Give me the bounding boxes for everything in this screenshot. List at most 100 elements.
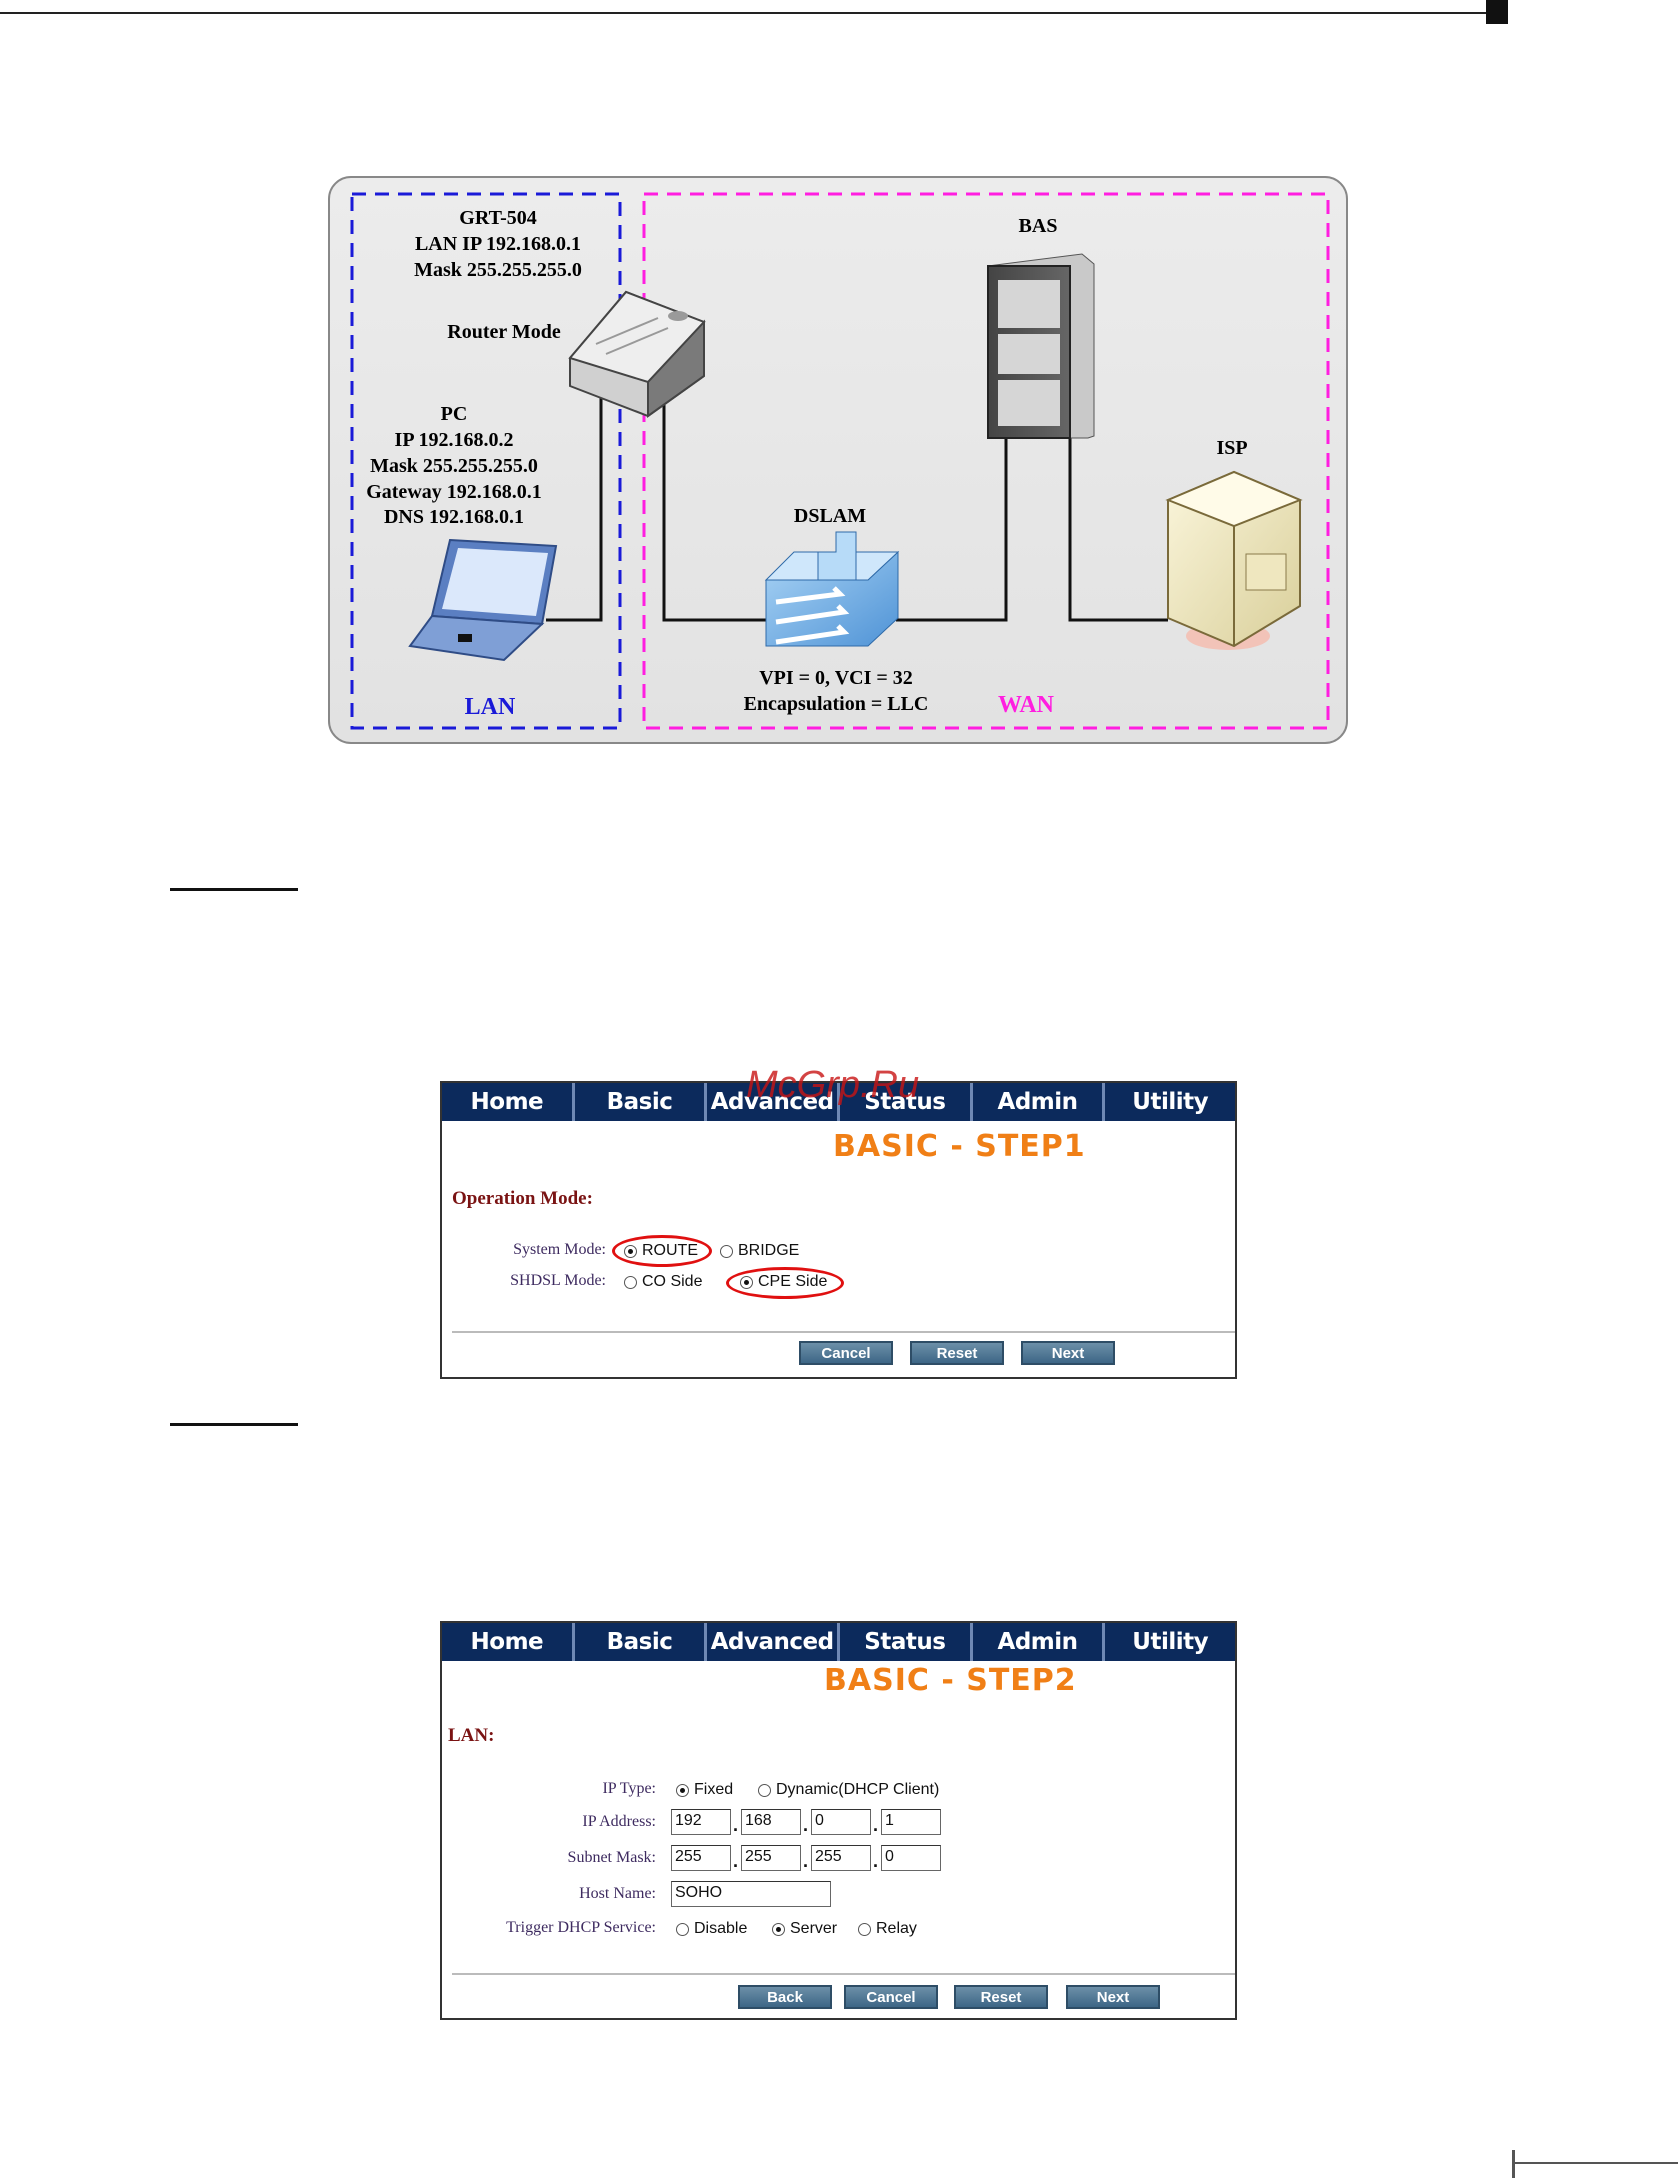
page-title: BASIC - STEP1 (833, 1129, 1086, 1164)
nav-tab-home[interactable]: Home (442, 1083, 575, 1121)
nav-tab-status[interactable]: Status (840, 1083, 973, 1121)
ip-address-octet-2[interactable]: 168 (741, 1809, 801, 1835)
radio-label-relay: Relay (876, 1920, 917, 1937)
radio-button-selected[interactable] (676, 1783, 689, 1797)
ip-address-octet-4[interactable]: 1 (881, 1809, 941, 1835)
ip-type-label: IP Type: (602, 1780, 656, 1797)
nav-tab-utility[interactable]: Utility (1132, 1089, 1209, 1115)
router-icon (568, 290, 706, 418)
nav-tab-admin[interactable]: Admin (973, 1623, 1106, 1661)
subnet-mask-label: Subnet Mask: (567, 1849, 656, 1866)
reset-button[interactable]: Reset (954, 1985, 1048, 2009)
radio-button-selected[interactable] (772, 1922, 785, 1936)
subnet-mask-octet-1[interactable]: 255 (671, 1845, 731, 1871)
subnet-mask-octet-4[interactable]: 0 (881, 1845, 941, 1871)
wan-zone (642, 192, 1330, 730)
router-mask-label: Mask 255.255.255.0 (414, 259, 582, 281)
radio-ip-type-fixed[interactable]: Fixed (676, 1781, 733, 1799)
dslam-label: DSLAM (794, 505, 866, 527)
nav-tab-advanced[interactable]: Advanced (707, 1083, 841, 1121)
isp-server-icon (1165, 470, 1303, 650)
subnet-mask-octet-2[interactable]: 255 (741, 1845, 801, 1871)
reset-button[interactable]: Reset (910, 1341, 1004, 1365)
cpe-side-highlight-ellipse (726, 1267, 844, 1299)
system-mode-label: System Mode: (513, 1241, 606, 1258)
basic-step1-panel: Home Basic Advanced Status Admin Utility… (440, 1081, 1237, 1379)
nav-tab-advanced[interactable]: Advanced (707, 1623, 841, 1661)
dslam-icon (764, 531, 900, 647)
radio-button[interactable] (858, 1922, 871, 1936)
ip-address-octet-1[interactable]: 192 (671, 1809, 731, 1835)
basic-step2-panel: Home Basic Advanced Status Admin Utility… (440, 1621, 1237, 2020)
ip-address-octet-3[interactable]: 0 (811, 1809, 871, 1835)
section-title-lan: LAN: (448, 1725, 495, 1746)
radio-button-selected[interactable] (740, 1275, 753, 1289)
radio-dhcp-disable[interactable]: Disable (676, 1920, 747, 1938)
ip-dot: . (733, 1851, 739, 1871)
radio-button[interactable] (676, 1922, 689, 1936)
network-diagram: GRT-504 LAN IP 192.168.0.1 Mask 255.255.… (328, 176, 1348, 744)
back-button[interactable]: Back (738, 1985, 832, 2009)
panel-divider (452, 1331, 1235, 1333)
pc-gateway-label: Gateway 192.168.0.1 (366, 481, 542, 503)
radio-label-cpe-side: CPE Side (758, 1273, 828, 1290)
radio-button[interactable] (720, 1244, 733, 1258)
link-router-dslam (662, 372, 778, 622)
radio-button[interactable] (758, 1783, 771, 1797)
ip-dot: . (733, 1815, 739, 1835)
subnet-mask-octet-3[interactable]: 255 (811, 1845, 871, 1871)
radio-shdsl-cpe-side[interactable]: CPE Side (740, 1273, 827, 1291)
cancel-button[interactable]: Cancel (799, 1341, 893, 1365)
next-button[interactable]: Next (1066, 1985, 1160, 2009)
laptop-icon (408, 538, 558, 662)
pc-dns-label: DNS 192.168.0.1 (384, 506, 524, 528)
radio-shdsl-co-side[interactable]: CO Side (624, 1273, 702, 1291)
pc-mask-label: Mask 255.255.255.0 (370, 455, 538, 477)
next-button[interactable]: Next (1021, 1341, 1115, 1365)
ip-address-label: IP Address: (582, 1813, 656, 1830)
radio-label-server: Server (790, 1920, 838, 1937)
radio-dhcp-relay[interactable]: Relay (858, 1920, 917, 1938)
ip-dot: . (873, 1851, 879, 1871)
router-name-label: GRT-504 (459, 207, 536, 229)
isp-label: ISP (1216, 437, 1247, 459)
nav-tab-home[interactable]: Home (442, 1623, 575, 1661)
nav-tab-basic[interactable]: Basic (575, 1083, 708, 1121)
cancel-button[interactable]: Cancel (844, 1985, 938, 2009)
watermark: McGrp.Ru (746, 1064, 920, 1106)
nav-tab-admin[interactable]: Admin (973, 1083, 1106, 1121)
radio-ip-type-dynamic[interactable]: Dynamic(DHCP Client) (758, 1781, 939, 1799)
header-rule (0, 12, 1486, 14)
nav-tab-basic[interactable]: Basic (575, 1623, 708, 1661)
radio-label-dynamic: Dynamic(DHCP Client) (776, 1781, 940, 1798)
radio-label-fixed: Fixed (694, 1781, 734, 1798)
ip-dot: . (803, 1851, 809, 1871)
vpi-vci-label: VPI = 0, VCI = 32 (759, 667, 913, 689)
nav-tab-utility[interactable]: Utility (1132, 1629, 1209, 1655)
router-lan-ip-label: LAN IP 192.168.0.1 (415, 233, 581, 255)
host-name-input[interactable]: SOHO (671, 1881, 831, 1907)
radio-system-mode-bridge[interactable]: BRIDGE (720, 1242, 799, 1260)
radio-label-co-side: CO Side (642, 1273, 703, 1290)
encapsulation-label: Encapsulation = LLC (744, 693, 929, 715)
bas-server-icon (987, 253, 1095, 439)
radio-system-mode-route[interactable]: ROUTE (624, 1242, 698, 1260)
host-name-label: Host Name: (579, 1885, 656, 1902)
page-title: BASIC - STEP2 (824, 1663, 1077, 1698)
nav-tab-status[interactable]: Status (840, 1623, 973, 1661)
radio-label-bridge: BRIDGE (738, 1242, 800, 1259)
shdsl-mode-label: SHDSL Mode: (510, 1272, 606, 1289)
footer-tick (1512, 2150, 1515, 2178)
radio-button-selected[interactable] (624, 1244, 637, 1258)
link-bas-isp (1068, 438, 1168, 622)
network-diagram-svg: GRT-504 LAN IP 192.168.0.1 Mask 255.255.… (328, 176, 1348, 744)
link-router-pc (546, 372, 603, 622)
section-title-operation-mode: Operation Mode: (452, 1188, 593, 1209)
radio-dhcp-server[interactable]: Server (772, 1920, 837, 1938)
panel-divider (452, 1973, 1235, 1975)
ip-dot: . (873, 1815, 879, 1835)
section-rule (170, 1423, 298, 1426)
header-tab-marker (1486, 0, 1508, 24)
radio-button[interactable] (624, 1275, 637, 1289)
nav-bar: Home Basic Advanced Status Admin Utility (442, 1083, 1235, 1121)
